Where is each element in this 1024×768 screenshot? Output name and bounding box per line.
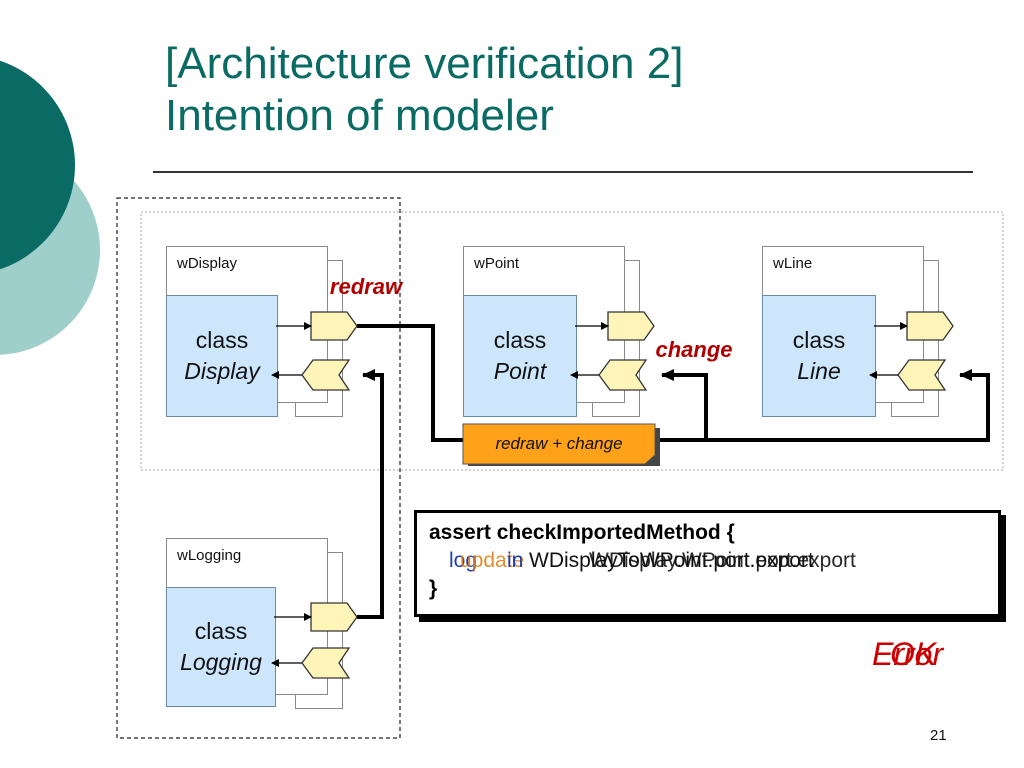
class-point: class Point bbox=[463, 295, 577, 417]
import-port-point bbox=[598, 359, 648, 391]
frame-label-wdisplay: wDisplay bbox=[177, 255, 238, 272]
wire-to-line-import bbox=[706, 369, 990, 442]
dashed-selection-area bbox=[116, 197, 401, 739]
class-display: class Display bbox=[166, 295, 278, 417]
import-port-display bbox=[301, 359, 351, 391]
export-port-point bbox=[607, 311, 655, 341]
export-port-line bbox=[906, 311, 954, 341]
export-port-logging bbox=[310, 602, 358, 632]
redraw-label: redraw bbox=[330, 274, 404, 299]
code-token-path-b: WDisplay.WPoint.port.export bbox=[589, 549, 856, 572]
class-name-point: Point bbox=[493, 358, 547, 384]
class-line: class Line bbox=[762, 295, 876, 417]
class-keyword: class bbox=[493, 327, 547, 353]
code-token-path-a: WDisplayToWPoint.port.export bbox=[529, 549, 814, 572]
title-line-1: [Architecture verification 2] bbox=[165, 39, 684, 88]
class-name-logging: Logging bbox=[180, 649, 262, 675]
wire-logging-to-display bbox=[357, 369, 384, 619]
code-line-2: log update in WDisplayToWPoint.port.expo… bbox=[429, 547, 986, 575]
slide-number: 21 bbox=[930, 727, 947, 744]
class-keyword: class bbox=[194, 618, 248, 644]
import-port-line bbox=[897, 359, 947, 391]
frame-label-wlogging: wLogging bbox=[177, 547, 242, 564]
code-token-in: in bbox=[507, 549, 524, 572]
change-label: change bbox=[655, 337, 732, 362]
export-port-display bbox=[310, 311, 358, 341]
decorative-circle-dark bbox=[0, 60, 75, 270]
result-error: Error bbox=[872, 636, 944, 672]
connector-box bbox=[462, 423, 656, 465]
title-divider bbox=[153, 171, 973, 173]
frame-label-wline: wLine bbox=[773, 255, 813, 272]
slide-title: [Architecture verification 2] Intention … bbox=[165, 38, 985, 142]
result-ok: OK bbox=[890, 636, 937, 672]
class-name-display: Display bbox=[184, 358, 260, 384]
assert-code-box: assert checkImportedMethod { log update … bbox=[414, 510, 1001, 617]
wire-display-export bbox=[357, 324, 466, 442]
class-name-line: Line bbox=[797, 358, 841, 384]
wire-to-point-import bbox=[654, 369, 708, 442]
title-line-2: Intention of modeler bbox=[165, 91, 554, 140]
code-token-log: log bbox=[449, 549, 478, 572]
code-line-3: } bbox=[429, 577, 438, 600]
class-keyword: class bbox=[792, 327, 846, 353]
class-keyword: class bbox=[195, 327, 249, 353]
connector-label: redraw + change bbox=[495, 434, 622, 453]
frame-label-wpoint: wPoint bbox=[474, 255, 520, 272]
import-port-logging bbox=[301, 647, 351, 679]
class-logging: class Logging bbox=[166, 587, 276, 707]
code-line-1: assert checkImportedMethod { bbox=[429, 521, 735, 544]
verification-result: Error OK bbox=[872, 636, 992, 680]
code-token-update: update bbox=[460, 549, 525, 572]
